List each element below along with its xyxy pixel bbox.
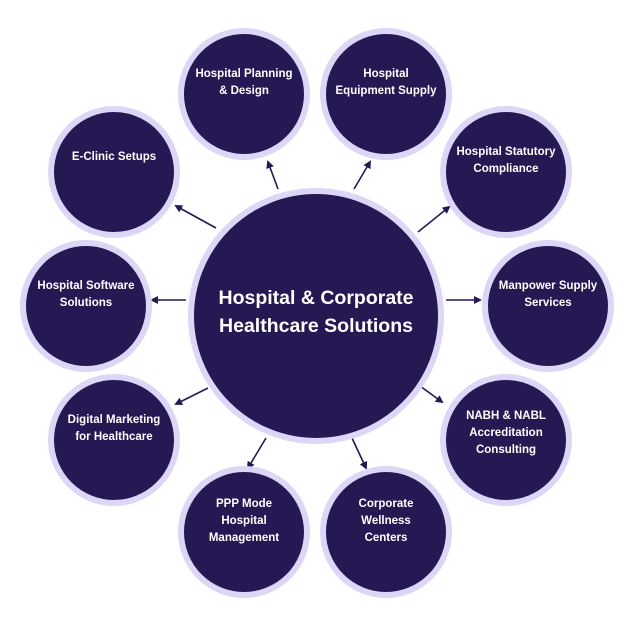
service-label-line: Services (524, 297, 572, 309)
service-corporate-wellness-centers: Corporate Wellness Centers (320, 466, 452, 598)
service-label-line: E-Clinic Setups (71, 150, 157, 163)
arrow-to-ppp (246, 437, 267, 470)
service-digital-marketing-healthcare: Digital Marketing for Healthcare (48, 374, 180, 506)
service-label-line: Manpower Supply (498, 280, 598, 292)
arrow-to-equipment (353, 160, 372, 190)
service-label-line: Corporate Wellness (358, 497, 414, 527)
arrow-to-wellness (351, 437, 368, 470)
service-label-line: Consulting (475, 443, 537, 456)
service-label-line: Hospital Planning (195, 68, 293, 80)
service-hospital-software-solutions: Hospital Software Solutions (20, 240, 152, 372)
arrow-to-statutory (417, 205, 451, 233)
service-ppp-mode-hospital-management: PPP Mode Hospital Management (178, 466, 310, 598)
service-label-line: Hospital Statutory (456, 146, 556, 158)
service-label-line: Equipment Supply (335, 85, 437, 97)
service-label-line: Compliance (473, 163, 539, 175)
service-label-line: NABH & NABL (466, 409, 546, 422)
service-label-line: Digital Marketing (67, 414, 161, 426)
central-hub-circle: Hospital & Corporate Healthcare Solution… (188, 188, 444, 444)
service-label-line: Solutions (59, 297, 113, 309)
arrow-to-eclinic (174, 205, 217, 229)
hub-title-line1: Hospital & Corporate (218, 287, 414, 309)
arrow-to-nabh (419, 385, 444, 404)
service-label-line: Hospital Software (37, 280, 135, 292)
service-hospital-planning-design: Hospital Planning & Design (178, 28, 310, 160)
service-e-clinic-setups: E-Clinic Setups (48, 106, 180, 238)
service-label-line: & Design (219, 85, 269, 97)
service-label-line: for Healthcare (75, 431, 153, 443)
service-hospital-statutory-compliance: Hospital Statutory Compliance (440, 106, 572, 238)
hub-title-line2: Healthcare Solutions (219, 315, 413, 337)
service-label-line: Hospital (363, 68, 409, 80)
service-hospital-equipment-supply: Hospital Equipment Supply (320, 28, 452, 160)
service-label-line: Accreditation (469, 426, 543, 439)
arrow-to-planning (266, 160, 279, 190)
service-manpower-supply-services: Manpower Supply Services (482, 240, 614, 372)
arrow-to-digital (174, 387, 209, 405)
service-label-line: PPP Mode Hospital (215, 497, 273, 527)
service-label-line: Centers (364, 531, 408, 544)
service-label-line: Management (208, 531, 280, 544)
service-nabh-nabl-accreditation: NABH & NABL Accreditation Consulting (440, 374, 572, 506)
